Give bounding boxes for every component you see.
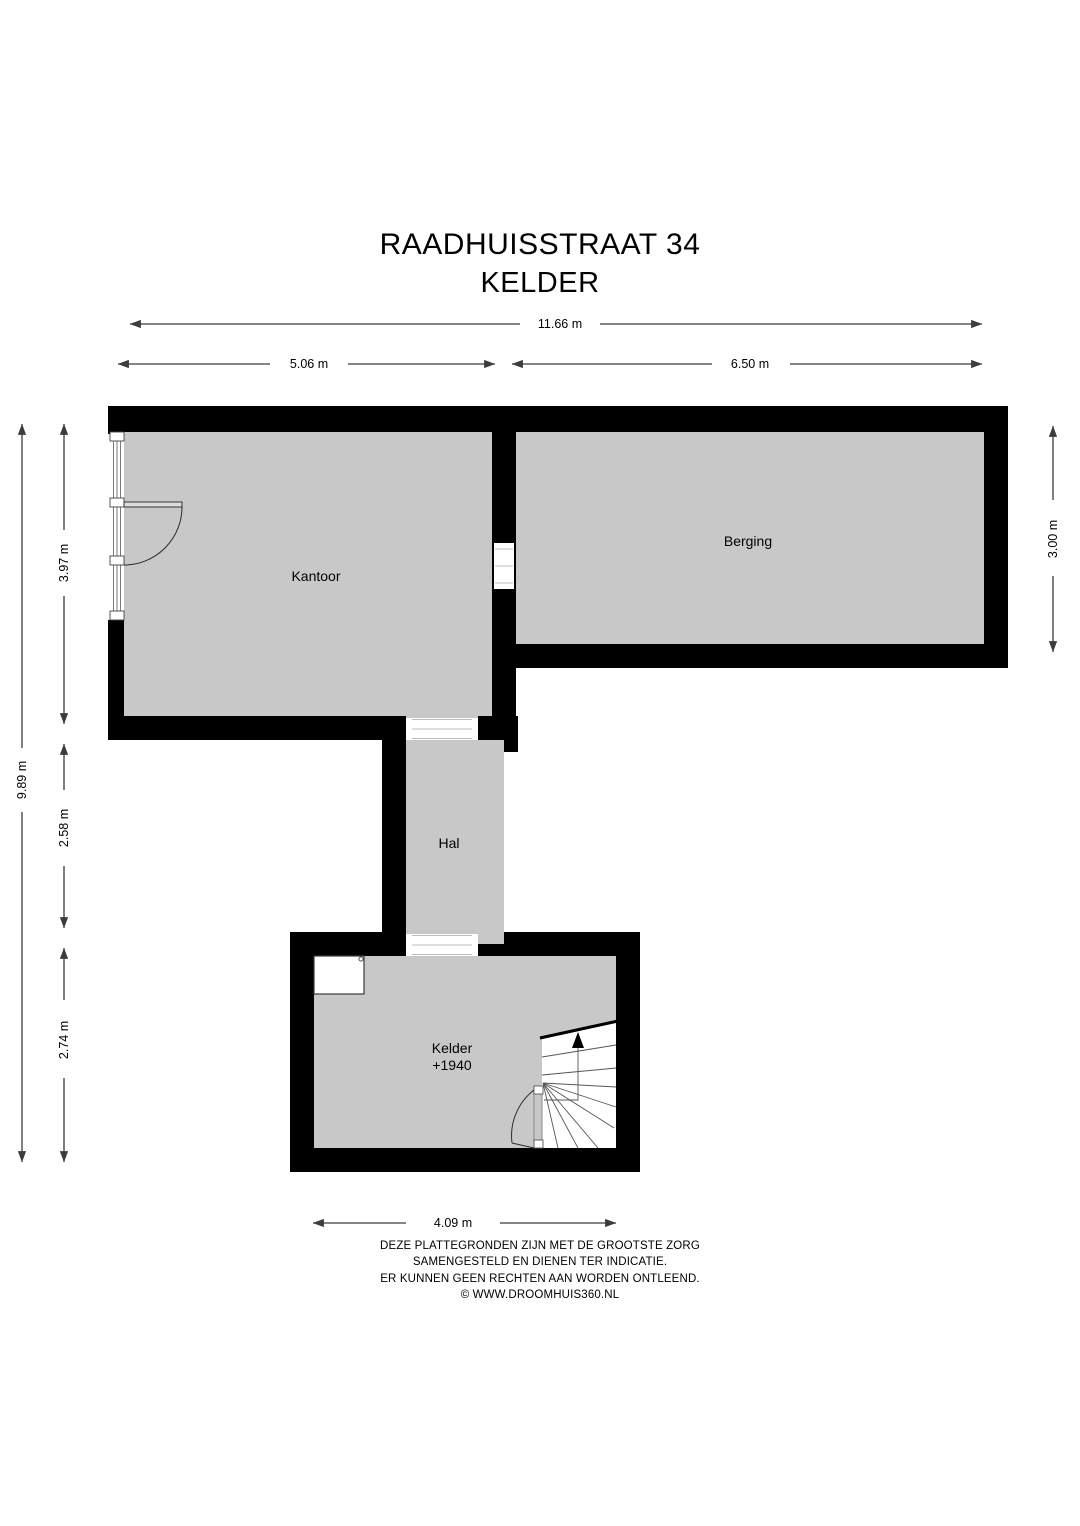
disclaimer-line-3: ER KUNNEN GEEN RECHTEN AAN WORDEN ONTLEE… xyxy=(380,1272,700,1285)
room-area-berging xyxy=(516,432,984,644)
dimension-top-overall: 11.66 m xyxy=(129,317,983,331)
disclaimer-copyright: © WWW.DROOMHUIS360.NL xyxy=(460,1288,620,1301)
doorway-hal-kelder xyxy=(406,934,478,956)
dimension-left-lower: 2.74 m xyxy=(57,947,71,1163)
plan-title: RAADHUISSTRAAT 34 KELDER xyxy=(0,228,1080,300)
dimension-left-upper: 3.97 m xyxy=(57,423,71,725)
plan-floor-name: KELDER xyxy=(480,266,600,299)
room-labels: Kantoor Berging Hal Kelder +1940 xyxy=(291,533,772,1073)
dimension-label-left-middle: 2.58 m xyxy=(57,809,71,847)
disclaimer-block: DEZE PLATTEGRONDEN ZIJN MET DE GROOTSTE … xyxy=(0,1238,1080,1303)
room-label-hal: Hal xyxy=(438,835,459,851)
plan-address: RAADHUISSTRAAT 34 xyxy=(379,228,701,261)
doorway-kantoor-hal xyxy=(406,718,478,740)
dimension-label-top-left: 5.06 m xyxy=(290,357,328,371)
room-sublabel-kelder: +1940 xyxy=(432,1057,472,1073)
room-label-kelder: Kelder xyxy=(432,1040,473,1056)
dimension-label-left-overall: 9.89 m xyxy=(15,761,29,799)
doorway-kantoor-berging xyxy=(494,543,514,589)
dimension-label-left-lower: 2.74 m xyxy=(57,1021,71,1059)
entrance-door-kantoor xyxy=(123,501,183,566)
disclaimer-line-2: SAMENGESTELD EN DIENEN TER INDICATIE. xyxy=(412,1256,668,1269)
dimension-left-middle: 2.58 m xyxy=(57,743,71,929)
dimension-label-bottom: 4.09 m xyxy=(434,1216,472,1230)
disclaimer-line-1: DEZE PLATTEGRONDEN ZIJN MET DE GROOTSTE … xyxy=(380,1240,700,1252)
dimension-left-overall: 9.89 m xyxy=(15,423,29,1163)
room-label-kantoor: Kantoor xyxy=(291,568,340,584)
door-kelder-stairs xyxy=(511,1085,544,1149)
dimension-bottom: 4.09 m xyxy=(312,1216,617,1230)
alcove-kelder xyxy=(313,955,365,995)
dimension-top-left: 5.06 m xyxy=(117,357,496,371)
dimension-label-left-upper: 3.97 m xyxy=(57,544,71,582)
dimension-label-right-upper: 3.00 m xyxy=(1046,520,1060,558)
room-label-berging: Berging xyxy=(724,533,772,549)
dimension-label-top-right: 6.50 m xyxy=(731,357,769,371)
dimension-label-top-overall: 11.66 m xyxy=(538,317,582,331)
dimension-right-upper: 3.00 m xyxy=(1046,425,1060,653)
dimension-top-right: 6.50 m xyxy=(511,357,983,371)
staircase-kelder xyxy=(539,1019,619,1149)
window-kantoor-left xyxy=(109,431,125,621)
